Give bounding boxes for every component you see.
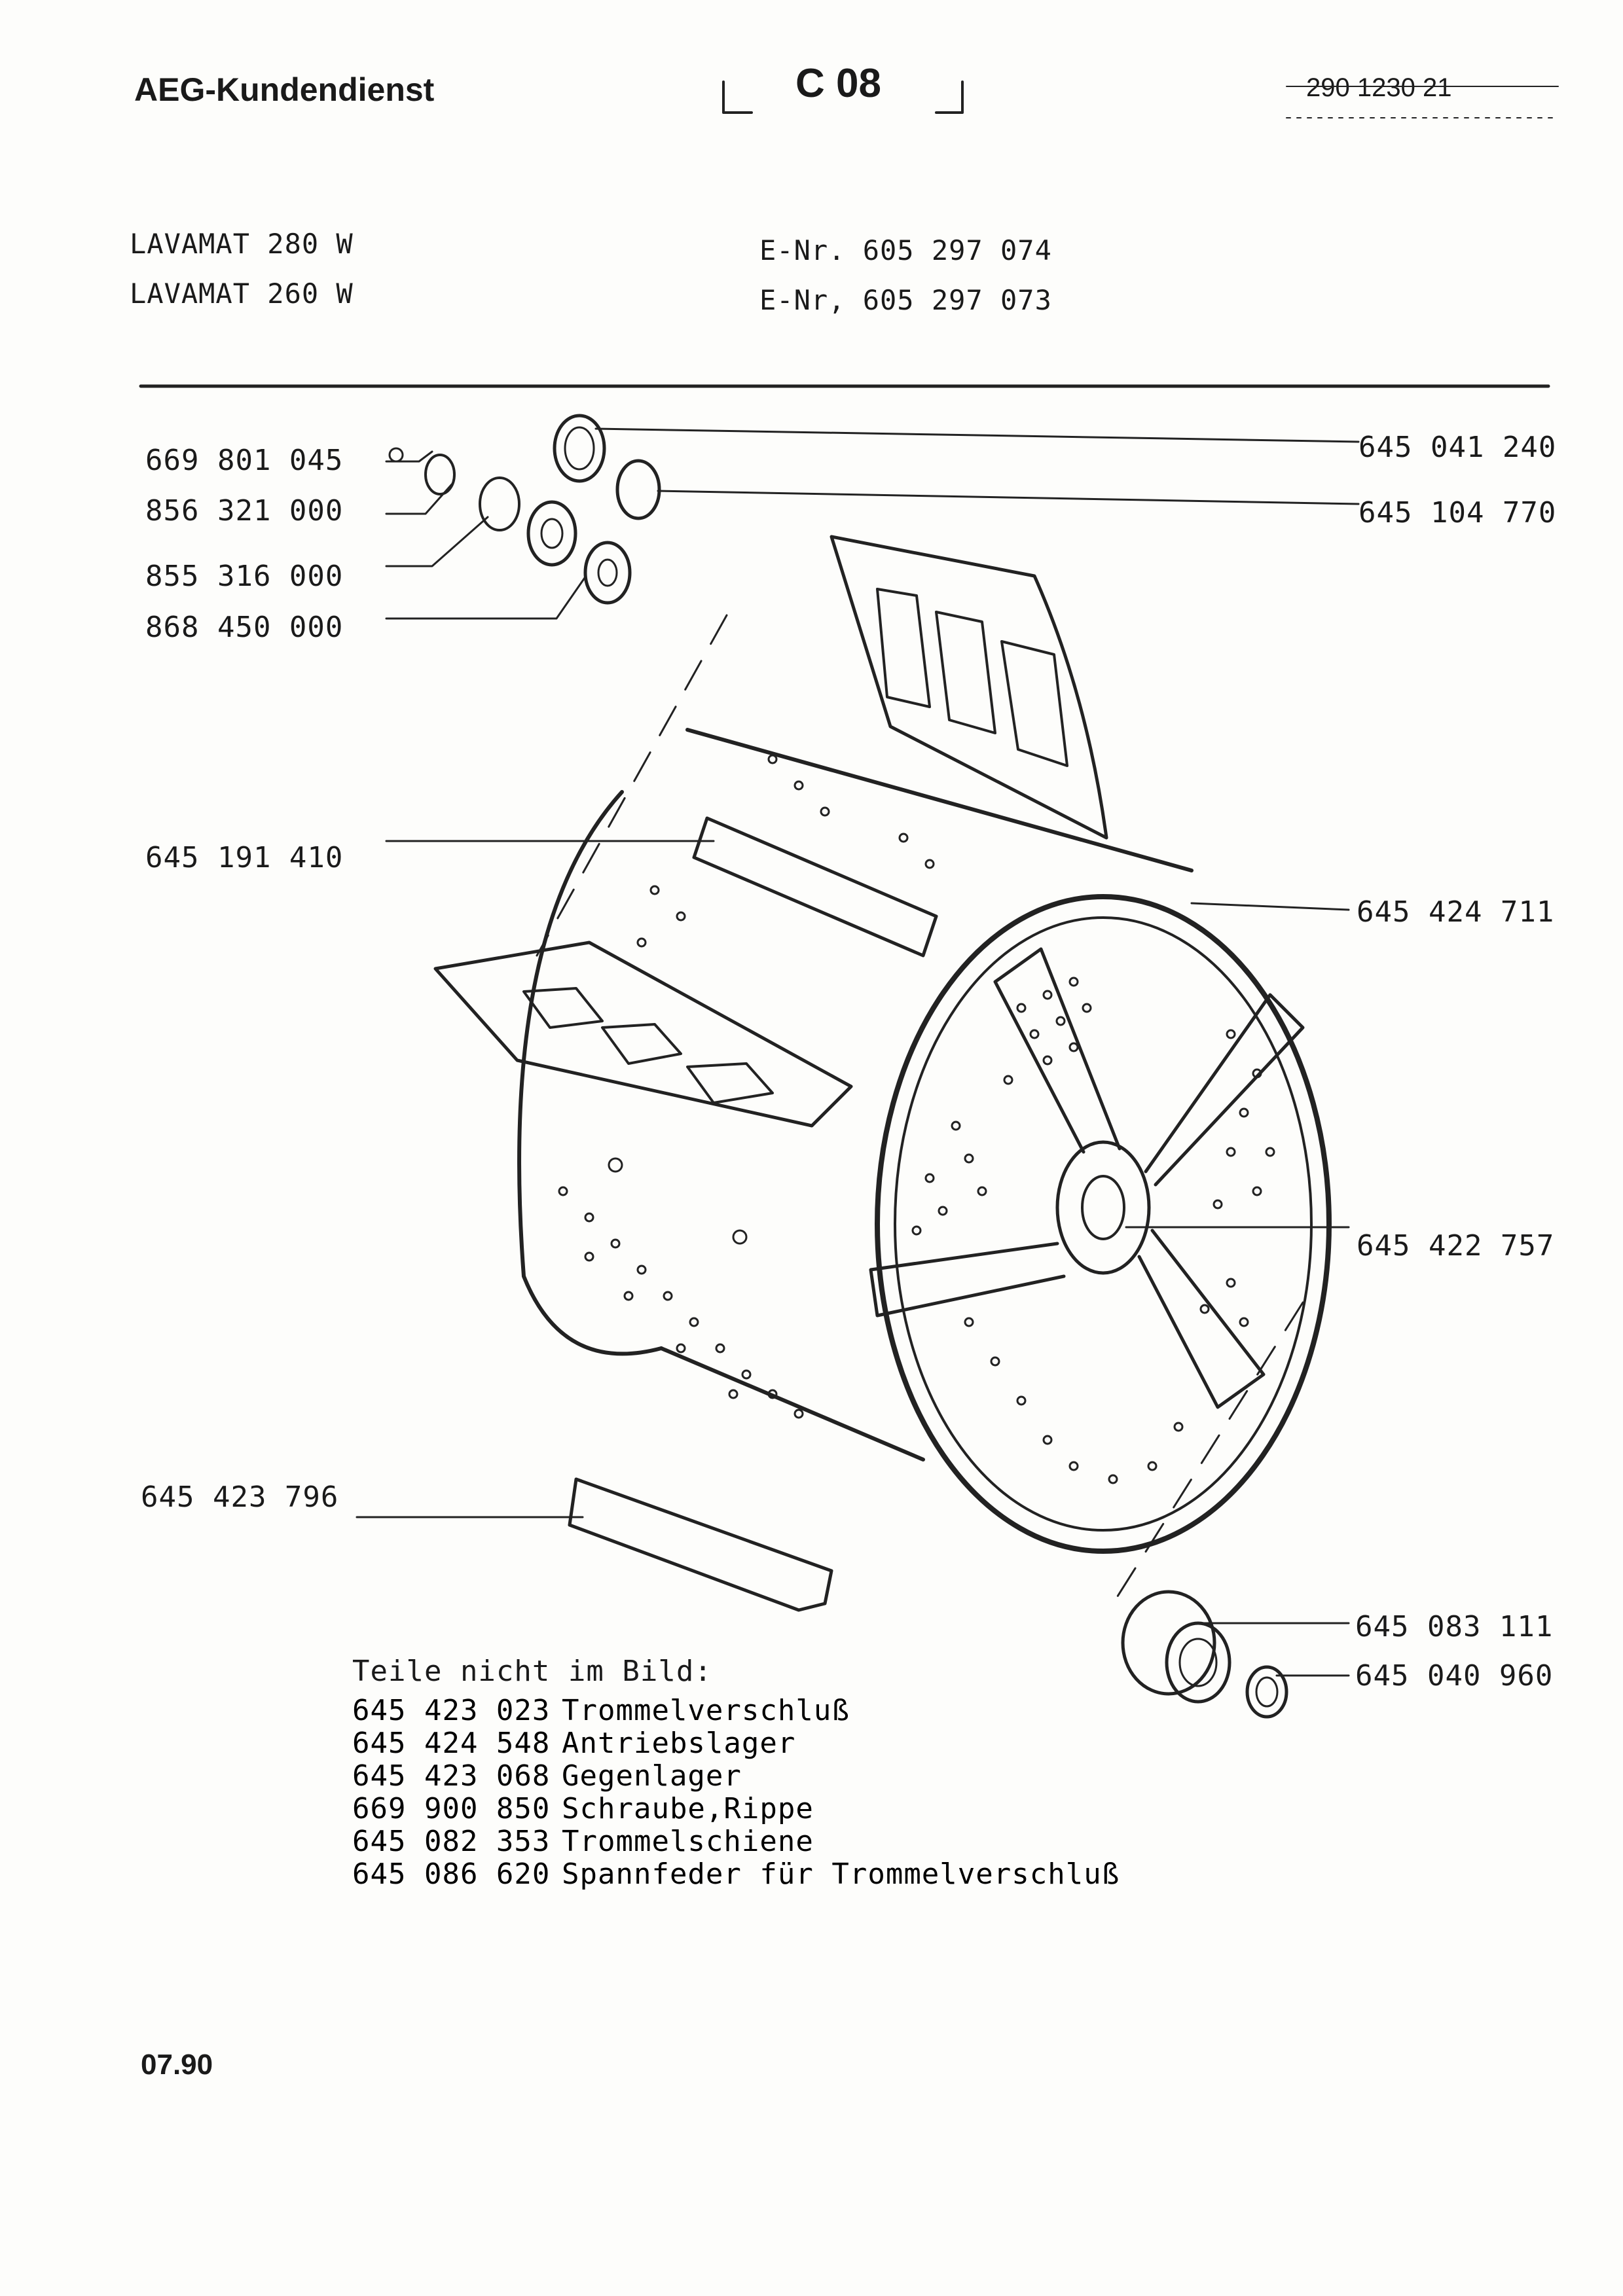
leader-645-041-240 bbox=[594, 427, 1360, 443]
part-number: 645 086 620 bbox=[352, 1857, 551, 1891]
drum-front-face bbox=[875, 894, 1332, 1554]
screw-part bbox=[388, 447, 404, 463]
list-item: 645 082 353 Trommelschiene bbox=[352, 1825, 1120, 1858]
footer-date: 07.90 bbox=[141, 2049, 213, 2081]
document-number: 290 1230 21 bbox=[1306, 73, 1452, 102]
seal-bottom bbox=[1245, 1665, 1288, 1719]
part-number: 645 423 068 bbox=[352, 1759, 551, 1793]
loose-rib bbox=[568, 1477, 833, 1612]
list-item: 645 424 548 Antriebslager bbox=[352, 1727, 1120, 1760]
model-enr-2: E-Nr, 605 297 073 bbox=[759, 284, 1052, 316]
list-item: 645 086 620 Spannfeder für Trommelversch… bbox=[352, 1857, 1120, 1891]
model-enr-1: E-Nr. 605 297 074 bbox=[759, 234, 1052, 266]
seal-ring-2 bbox=[615, 459, 661, 520]
drum-flap-top bbox=[830, 535, 1108, 840]
drum-flap-side bbox=[433, 941, 853, 1128]
list-item: 669 900 850 Schraube,Rippe bbox=[352, 1792, 1120, 1825]
callout-856-321-000: 856 321 000 bbox=[145, 494, 344, 528]
bearing-2 bbox=[583, 541, 632, 605]
parts-not-shown-title: Teile nicht im Bild: bbox=[352, 1655, 712, 1688]
callout-645-104-770: 645 104 770 bbox=[1359, 496, 1557, 529]
part-number: 645 082 353 bbox=[352, 1825, 551, 1858]
list-item: 645 423 068 Gegenlager bbox=[352, 1759, 1120, 1793]
leader-645-104-770 bbox=[657, 490, 1360, 505]
bearing-1 bbox=[526, 500, 577, 567]
bearing-housing bbox=[1121, 1590, 1216, 1696]
circlip-2 bbox=[479, 476, 520, 531]
callout-645-422-757: 645 422 757 bbox=[1357, 1229, 1555, 1263]
part-description: Schraube,Rippe bbox=[562, 1792, 814, 1825]
model-name-1: LAVAMAT 280 W bbox=[130, 228, 354, 260]
part-description: Gegenlager bbox=[562, 1759, 742, 1793]
code-bracket-right bbox=[935, 81, 964, 114]
callout-645-040-960: 645 040 960 bbox=[1355, 1659, 1554, 1693]
drum-back-rim bbox=[517, 790, 663, 1356]
callout-645-083-111: 645 083 111 bbox=[1355, 1610, 1554, 1643]
part-description: Trommelverschluß bbox=[562, 1694, 850, 1727]
brand-title: AEG-Kundendienst bbox=[134, 71, 435, 108]
callout-855-316-000: 855 316 000 bbox=[145, 560, 344, 593]
callout-645-423-796: 645 423 796 bbox=[141, 1480, 339, 1514]
leader-855-316-000 bbox=[385, 516, 489, 567]
callout-645-424-711: 645 424 711 bbox=[1357, 895, 1555, 929]
callout-645-191-410: 645 191 410 bbox=[145, 841, 344, 874]
leader-868-450-000 bbox=[385, 575, 587, 620]
section-code: C 08 bbox=[795, 61, 881, 106]
callout-645-041-240: 645 041 240 bbox=[1359, 431, 1557, 464]
circlip-1 bbox=[424, 454, 456, 495]
part-number: 669 900 850 bbox=[352, 1792, 551, 1825]
parts-not-shown-list: 645 423 023 Trommelverschluß 645 424 548… bbox=[352, 1694, 1120, 1891]
part-number: 645 423 023 bbox=[352, 1694, 551, 1727]
drum-hub bbox=[1055, 1140, 1151, 1275]
part-description: Trommelschiene bbox=[562, 1825, 814, 1858]
leader-645-424-711 bbox=[1190, 902, 1350, 911]
leader-856-321-000 bbox=[385, 483, 453, 515]
code-bracket-left bbox=[722, 81, 753, 114]
seal-ring-1 bbox=[553, 414, 606, 483]
part-number: 645 424 548 bbox=[352, 1727, 551, 1760]
part-description: Antriebslager bbox=[562, 1727, 796, 1760]
part-description: Spannfeder für Trommelverschluß bbox=[562, 1857, 1120, 1891]
model-name-2: LAVAMAT 260 W bbox=[130, 278, 354, 310]
drum-rib bbox=[692, 816, 938, 958]
callout-868-450-000: 868 450 000 bbox=[145, 611, 344, 644]
list-item: 645 423 023 Trommelverschluß bbox=[352, 1694, 1120, 1727]
callout-669-801-045: 669 801 045 bbox=[145, 444, 344, 477]
